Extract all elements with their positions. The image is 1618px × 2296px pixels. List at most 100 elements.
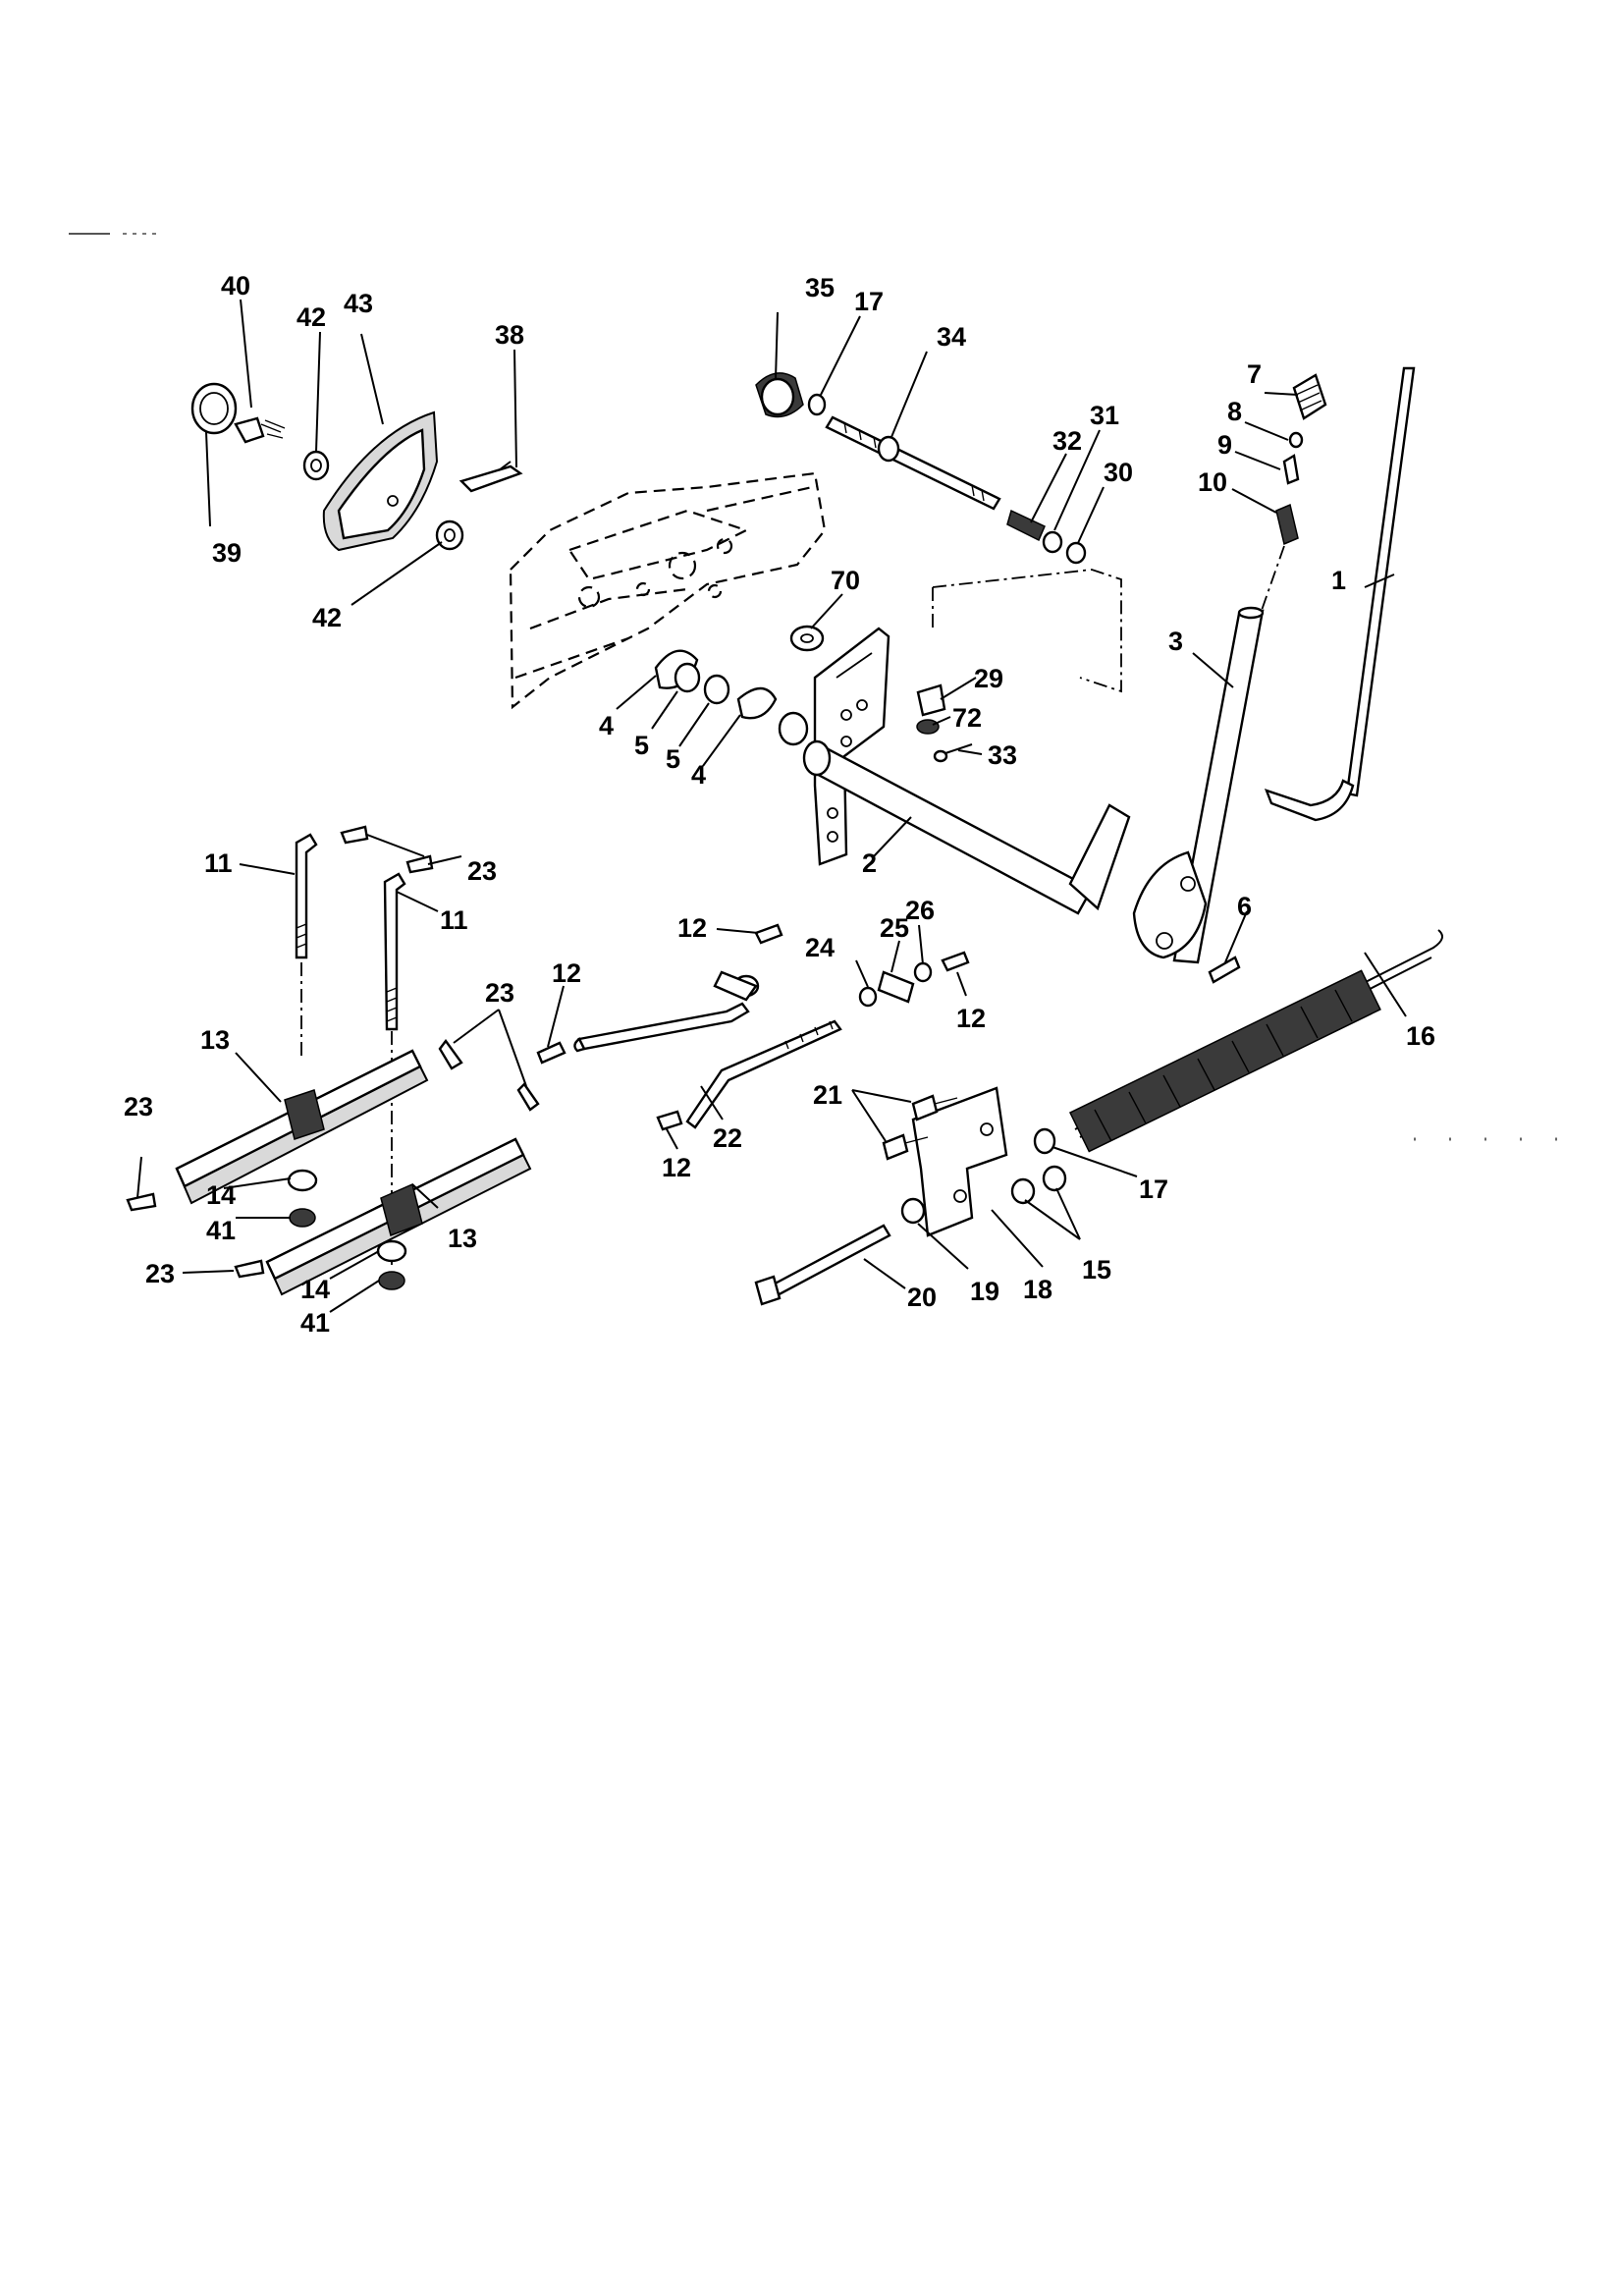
bolt-6: [1208, 956, 1241, 984]
callout-12: 12: [677, 913, 707, 943]
spring-32: [1006, 509, 1046, 542]
callout-1: 1: [1331, 566, 1346, 595]
callout-41: 41: [206, 1216, 236, 1245]
nut-41-b: [378, 1271, 405, 1290]
nut-26: [913, 961, 933, 983]
callout-14: 14: [300, 1275, 330, 1304]
pin-23-mid-a: [438, 1038, 463, 1070]
washer-19: [900, 1197, 926, 1225]
callout-39: 39: [212, 538, 242, 568]
nut-30: [1065, 541, 1087, 565]
callout-12: 12: [662, 1153, 691, 1182]
pin-23-top-b: [405, 854, 434, 874]
callout-15: 15: [1082, 1255, 1111, 1285]
upper-rod-assembly: [755, 372, 1122, 693]
callout-38: 38: [495, 320, 524, 350]
clip-12-right: [941, 951, 970, 972]
callout-23: 23: [467, 856, 497, 886]
block-25: [877, 970, 915, 1004]
callout-12: 12: [956, 1004, 986, 1033]
pin-23-top-a: [340, 825, 369, 845]
callout-25: 25: [880, 913, 909, 943]
linkage-assembly: [536, 923, 970, 1131]
callout-13: 13: [200, 1025, 230, 1055]
ball-8: [1288, 431, 1304, 449]
shaft-assembly: [778, 625, 1131, 915]
callout-23: 23: [145, 1259, 175, 1288]
callout-9: 9: [1217, 430, 1232, 460]
callout-42: 42: [312, 603, 342, 632]
callout-5: 5: [634, 731, 649, 760]
callout-31: 31: [1090, 401, 1119, 430]
callout-7: 7: [1247, 359, 1262, 389]
callout-5: 5: [666, 744, 680, 774]
washer-14-a: [287, 1169, 318, 1192]
header-marks: [69, 233, 1591, 1141]
callout-3: 3: [1168, 627, 1183, 656]
nut-15-a: [1010, 1177, 1036, 1205]
callout-40: 40: [221, 271, 250, 301]
callout-34: 34: [937, 322, 966, 352]
callout-11: 11: [440, 905, 468, 935]
pin-9: [1282, 454, 1300, 485]
callout-10: 10: [1198, 467, 1227, 497]
spring-assembly: [754, 929, 1443, 1306]
callout-17: 17: [854, 287, 884, 316]
callout-8: 8: [1227, 397, 1242, 426]
spring-16: [1068, 969, 1381, 1153]
callout-6: 6: [1237, 892, 1252, 921]
washer-31: [1042, 530, 1063, 554]
fitting-29: [916, 683, 946, 717]
rod-34: [825, 415, 1001, 511]
callout-23: 23: [485, 978, 514, 1008]
callout-20: 20: [907, 1283, 937, 1312]
rod-22: [685, 1019, 842, 1129]
nut-41-a: [289, 1208, 316, 1228]
callout-43: 43: [344, 289, 373, 318]
pin-38: [458, 465, 523, 493]
clip-12-bottom: [656, 1110, 683, 1131]
callout-33: 33: [988, 740, 1017, 770]
link-11-b: [383, 872, 406, 1031]
callout-70: 70: [831, 566, 860, 595]
pin-23-left: [126, 1192, 157, 1212]
callout-13: 13: [448, 1224, 477, 1253]
callout-numbers: 40 42 43 38 39 42 35 17 34 32 31 30 70 2…: [124, 271, 1435, 1338]
rod-1: [1345, 366, 1416, 797]
callout-4: 4: [691, 760, 706, 790]
ring-stack: [654, 649, 778, 720]
shaft-2: [809, 744, 1094, 915]
lift-handle-assembly: [1132, 366, 1416, 984]
callout-22: 22: [713, 1123, 742, 1153]
callout-17: 17: [1139, 1175, 1168, 1204]
callout-19: 19: [970, 1277, 999, 1306]
nut-15-b: [1042, 1165, 1067, 1192]
callout-23: 23: [124, 1092, 153, 1121]
callout-16: 16: [1406, 1021, 1435, 1051]
frame-outline: [509, 471, 827, 710]
callout-4: 4: [599, 711, 614, 740]
callout-24: 24: [805, 933, 835, 962]
nut-17-lower: [1033, 1127, 1056, 1155]
spring-10: [1275, 503, 1299, 546]
callout-21: 21: [813, 1080, 842, 1110]
washer-24: [858, 986, 878, 1008]
pivot-plate: [813, 627, 890, 866]
link-11-a: [295, 833, 318, 959]
callout-42: 42: [297, 302, 326, 332]
nut-17-upper: [807, 393, 827, 416]
bolt-21-b: [882, 1133, 909, 1161]
callout-2: 2: [862, 848, 877, 878]
callout-41: 41: [300, 1308, 330, 1338]
callout-14: 14: [206, 1180, 236, 1210]
callout-26: 26: [905, 896, 935, 925]
callout-72: 72: [952, 703, 982, 733]
callout-12: 12: [552, 958, 581, 988]
clip-12-left: [536, 1041, 566, 1065]
callout-18: 18: [1023, 1275, 1052, 1304]
lift-link-assembly: [126, 825, 540, 1296]
bolt-40-head: [234, 416, 265, 444]
callout-35: 35: [805, 273, 835, 302]
pin-23-bottom: [234, 1259, 265, 1279]
